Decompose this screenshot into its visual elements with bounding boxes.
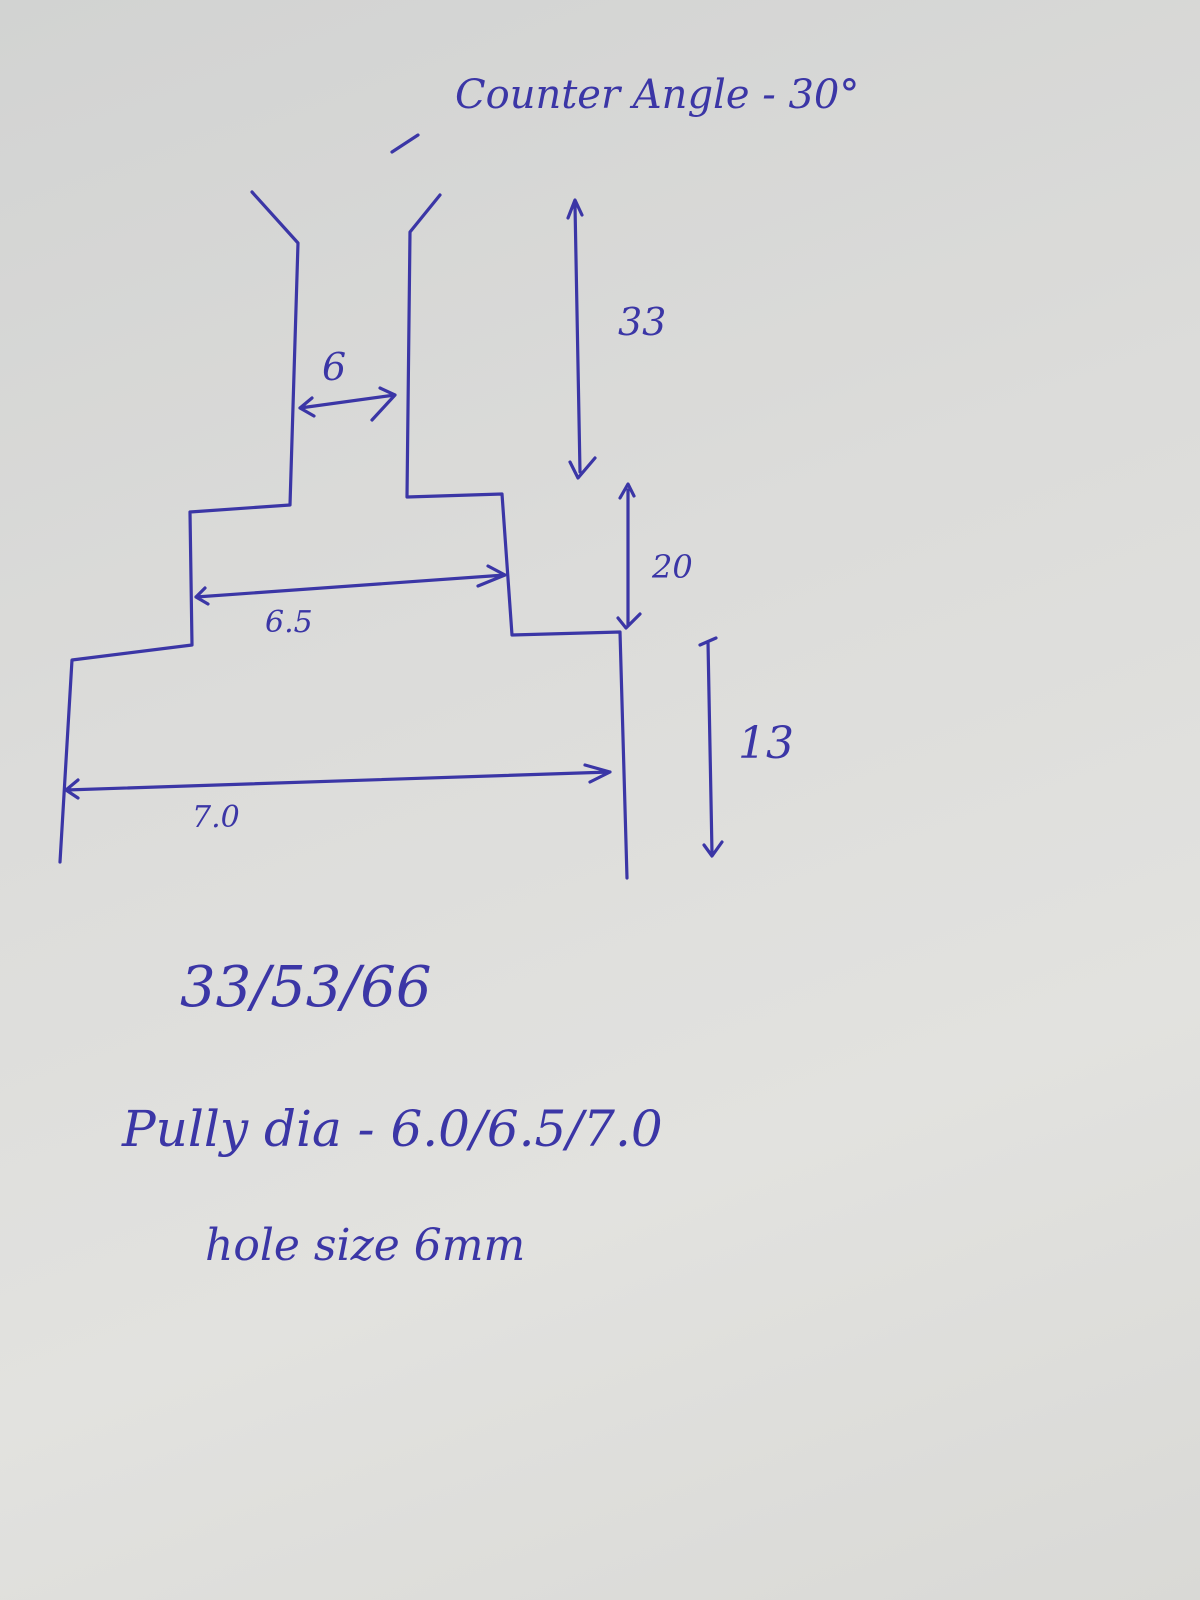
heights-note: 33/53/66 (180, 955, 432, 1020)
leader-line (390, 133, 420, 154)
profile-left-outline (58, 190, 300, 864)
lower-height-label: 13 (738, 718, 794, 769)
profile-right-outline (405, 193, 629, 880)
hole-size-note: hole size 6mm (205, 1220, 526, 1271)
pulley-dia-note: Pully dia - 6.0/6.5/7.0 (122, 1100, 663, 1158)
dim-arrow-middle-dia (194, 564, 507, 606)
dim-arrow-bore (298, 386, 397, 422)
dim-arrow-upper-height (566, 198, 597, 480)
dim-arrow-lower-dia (64, 763, 612, 800)
middle-height-label: 20 (652, 548, 693, 586)
middle-diameter-label: 6.5 (265, 605, 313, 640)
counter-angle-note: Counter Angle - 30° (455, 72, 860, 118)
dim-arrow-middle-height (616, 482, 642, 630)
dim-arrow-lower-height (698, 636, 724, 858)
bore-width-label: 6 (322, 345, 347, 389)
lower-diameter-label: 7.0 (192, 800, 240, 835)
upper-height-label: 33 (618, 300, 667, 344)
